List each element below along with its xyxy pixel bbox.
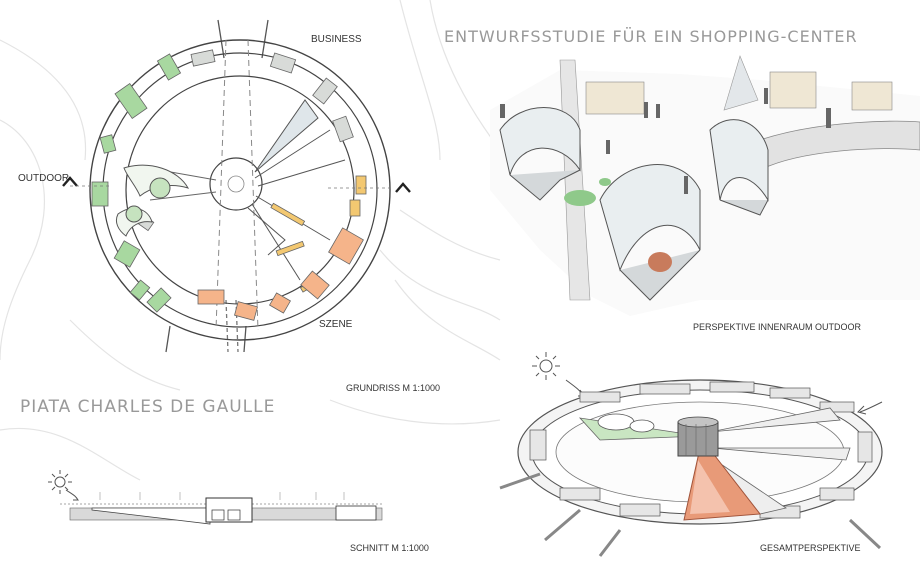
interior-caption: PERSPEKTIVE INNENRAUM OUTDOOR	[693, 322, 862, 332]
business-entrance-arrow	[395, 182, 411, 193]
central-core	[209, 157, 263, 211]
sun-icon-overall	[532, 352, 585, 397]
shops-orange	[197, 227, 364, 321]
entrance-arrows	[62, 176, 411, 193]
section-caption: SCHNITT M 1:1000	[350, 543, 429, 553]
garden-pods	[115, 164, 190, 237]
wind-arrow-icon	[857, 401, 883, 415]
interior-perspective: PERSPEKTIVE INNENRAUM OUTDOOR	[490, 55, 920, 332]
plan-caption: GRUNDRISS M 1:1000	[346, 383, 440, 393]
wedge-business	[254, 99, 346, 187]
outdoor-entrance-arrow	[62, 176, 78, 187]
people-figures	[500, 88, 831, 194]
sheet-title: ENTWURFSSTUDIE FÜR EIN SHOPPING-CENTER	[444, 27, 858, 46]
shops-grey	[137, 49, 354, 232]
place-name: PIATA CHARLES DE GAULLE	[20, 397, 275, 417]
section-drawing: SCHNITT M 1:1000	[48, 470, 429, 553]
overall-caption: GESAMTPERSPEKTIVE	[760, 543, 861, 553]
label-business: BUSINESS	[311, 34, 362, 45]
shops-green	[91, 53, 182, 313]
wedge-szene	[247, 195, 331, 281]
sun-icon	[48, 470, 79, 501]
ground-plan: BUSINESS OUTDOOR SZENE GRUNDRISS M 1:100…	[18, 19, 440, 393]
label-szene: SZENE	[319, 319, 353, 330]
site-context-lines	[0, 0, 501, 481]
overall-perspective: GESAMTPERSPEKTIVE	[499, 352, 883, 557]
label-outdoor: OUTDOOR	[18, 173, 69, 184]
